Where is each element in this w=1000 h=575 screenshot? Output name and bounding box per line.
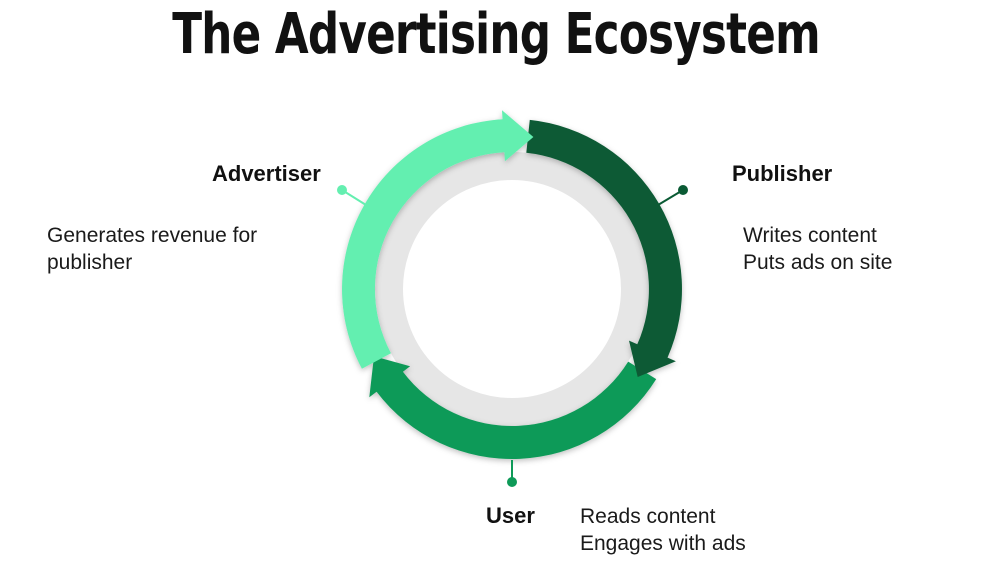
advertiser-arrow [342, 110, 534, 369]
publisher-connector-dot [678, 185, 688, 195]
advertiser-description: Generates revenue for publisher [47, 222, 257, 276]
advertiser-connector-dot [337, 185, 347, 195]
publisher-arrow [526, 119, 682, 378]
publisher-connector [657, 185, 688, 206]
advertiser-connector [337, 185, 367, 206]
user-description: Reads content Engages with ads [580, 503, 746, 557]
user-connector-dot [507, 477, 517, 487]
inner-ring [375, 152, 649, 426]
advertiser-description-line-2: publisher [47, 251, 133, 274]
inner-circle [404, 181, 620, 397]
page-title: The Advertising Ecosystem [172, 2, 820, 67]
user-description-line-1: Reads content [580, 505, 716, 528]
user-label: User [486, 503, 535, 528]
cycle-arcs [342, 110, 682, 460]
user-connector [507, 460, 517, 487]
advertiser-description-line-1: Generates revenue for [47, 224, 258, 247]
publisher-description-line-2: Puts ads on site [743, 251, 893, 274]
advertiser-label: Advertiser [212, 161, 321, 186]
publisher-label: Publisher [732, 161, 833, 186]
publisher-description-line-1: Writes content [743, 224, 877, 247]
user-description-line-2: Engages with ads [580, 532, 746, 555]
publisher-description: Writes content Puts ads on site [743, 222, 892, 276]
user-arrow [369, 356, 657, 460]
